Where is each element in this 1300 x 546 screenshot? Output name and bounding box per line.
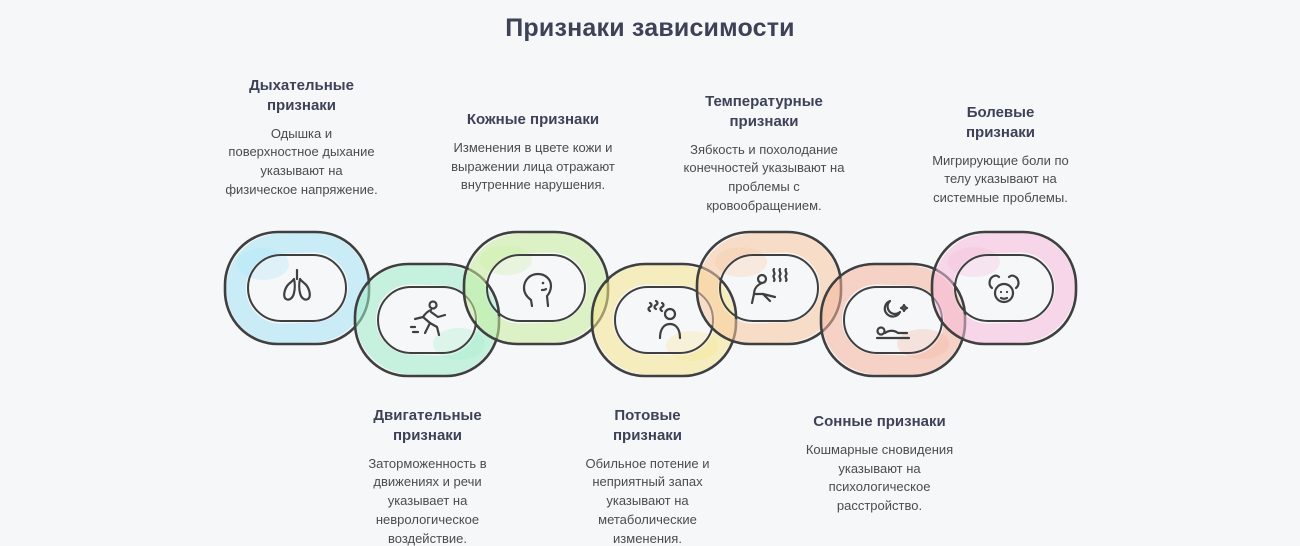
label-title: Двигательные признаки — [373, 407, 482, 444]
lungs-icon — [283, 268, 311, 301]
face-profile-icon — [522, 272, 553, 308]
label-description: Кошмарные сновидения указывают на психол… — [805, 441, 954, 514]
label-description: Заторможенность в движениях и речи указы… — [368, 455, 487, 546]
label-sleep: Сонные признаки Кошмарные сновидения ука… — [792, 412, 967, 516]
label-description: Зябкость и похолодание конечностей указы… — [683, 141, 845, 214]
chain-link-graphic — [462, 230, 610, 346]
label-title: Сонные признаки — [813, 413, 946, 430]
chain-link-respiratory — [217, 226, 377, 350]
label-title: Болевые признаки — [965, 104, 1036, 141]
label-description: Обильное потение и неприятный запах указ… — [585, 455, 710, 546]
label-title: Дыхательные признаки — [249, 77, 354, 114]
running-person-icon — [409, 300, 447, 337]
label-sweat: Потовые признаки Обильное потение и непр… — [565, 406, 730, 546]
pain-person-icon — [988, 274, 1020, 304]
chain-link-temperature — [689, 226, 849, 350]
chain-link-pain — [924, 226, 1084, 350]
label-motor: Двигательные признаки Заторможенность в … — [350, 406, 505, 546]
label-temperature: Температурные признаки Зябкость и похоло… — [674, 92, 854, 216]
sleeping-person-icon — [875, 299, 911, 340]
sweating-person-icon — [647, 299, 682, 340]
chain-link-graphic — [223, 230, 371, 346]
page-title: Признаки зависимости — [505, 14, 795, 42]
label-title: Кожные признаки — [466, 111, 600, 128]
label-description: Изменения в цвете кожи и выражении лица … — [451, 139, 615, 193]
label-description: Мигрирующие боли по телу указывают на си… — [932, 152, 1069, 206]
chain-link-skin — [456, 226, 616, 350]
label-title: Температурные признаки — [705, 93, 823, 130]
label-pain: Болевые признаки Мигрирующие боли по тел… — [918, 103, 1083, 208]
label-title: Потовые признаки — [612, 407, 683, 444]
shivering-person-icon — [750, 267, 788, 305]
chain-link-graphic — [695, 230, 843, 346]
chain-link-graphic — [930, 230, 1078, 346]
label-description: Одышка и поверхностное дыхание указывают… — [225, 125, 378, 198]
label-skin: Кожные признаки Изменения в цвете кожи и… — [443, 110, 623, 195]
label-respiratory: Дыхательные признаки Одышка и поверхност… — [224, 76, 379, 200]
